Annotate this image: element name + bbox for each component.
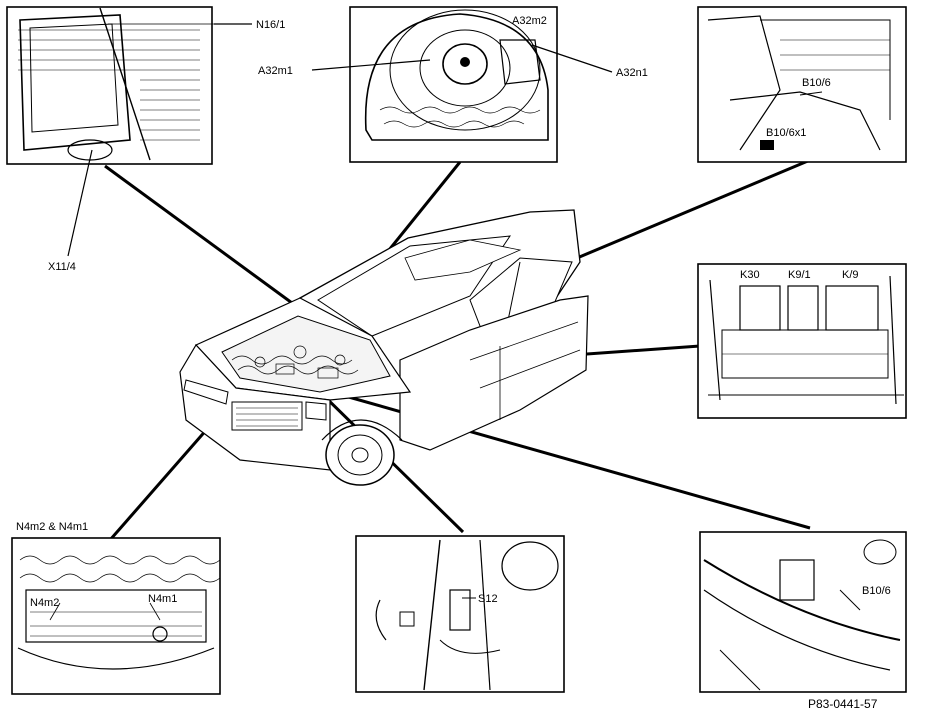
inset-n16-1 [6,6,213,165]
label-s12: S12 [478,593,498,605]
car-illustration [179,209,589,486]
label-n4m2: N4m2 [30,597,59,609]
label-a32n1: A32n1 [616,67,648,79]
label-b10-6: B10/6 [802,77,831,89]
inset-s12 [355,535,565,693]
label-b10-6x1: B10/6x1 [766,127,806,139]
label-a32m2: A32m2 [512,15,547,27]
label-a32m1: A32m1 [258,65,293,77]
label-n4m1: N4m1 [148,593,177,605]
inset-n4m [11,537,221,695]
figure-reference: P83-0441-57 [808,697,878,711]
inset-relays [697,263,907,419]
label-x11-4: X11/4 [48,261,76,273]
label-b10-6-lower: B10/6 [862,585,891,597]
label-n16-1: N16/1 [256,19,285,31]
inset-b10-6-lower [699,531,907,693]
label-k30: K30 [740,269,760,281]
label-k9: K/9 [842,269,859,281]
inset-a32 [349,6,558,163]
label-n4m2-n4m1: N4m2 & N4m1 [16,521,88,533]
inset-b10-6 [697,6,907,163]
label-k9-1: K9/1 [788,269,811,281]
